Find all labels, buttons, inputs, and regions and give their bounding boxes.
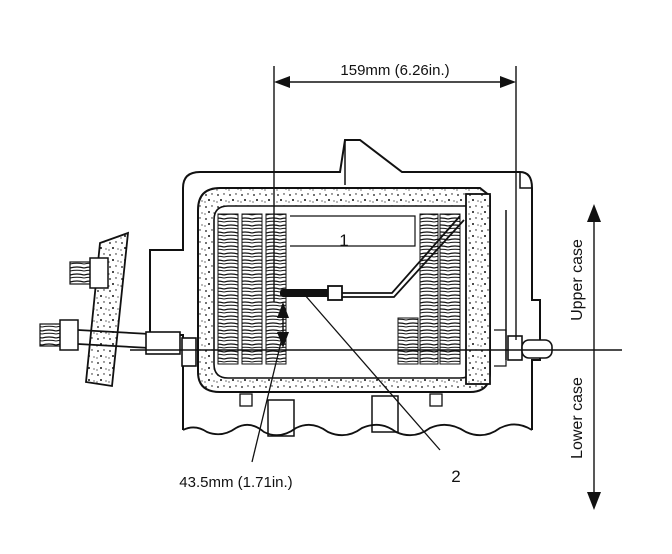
callout-2: 2 <box>451 467 460 486</box>
height-dimension: 43.5mm (1.71in.) <box>179 302 293 491</box>
height-leader-line <box>251 333 284 463</box>
right-clamp <box>494 329 553 367</box>
callout-2-leader <box>303 293 441 451</box>
lower-case-label: Lower case <box>569 377 586 459</box>
callout-1: 1 <box>339 231 348 250</box>
height-dimension-label: 43.5mm (1.71in.) <box>179 474 292 491</box>
evaporator-core <box>217 213 461 365</box>
case-orientation-arrow: Upper case Lower case <box>569 204 601 510</box>
upper-case-label: Upper case <box>569 239 586 321</box>
pipe-connection <box>39 231 197 388</box>
width-dimension-label: 159mm (6.26in.) <box>340 62 449 79</box>
thermistor-sensor <box>280 215 465 301</box>
width-dimension: 159mm (6.26in.) <box>273 62 517 340</box>
